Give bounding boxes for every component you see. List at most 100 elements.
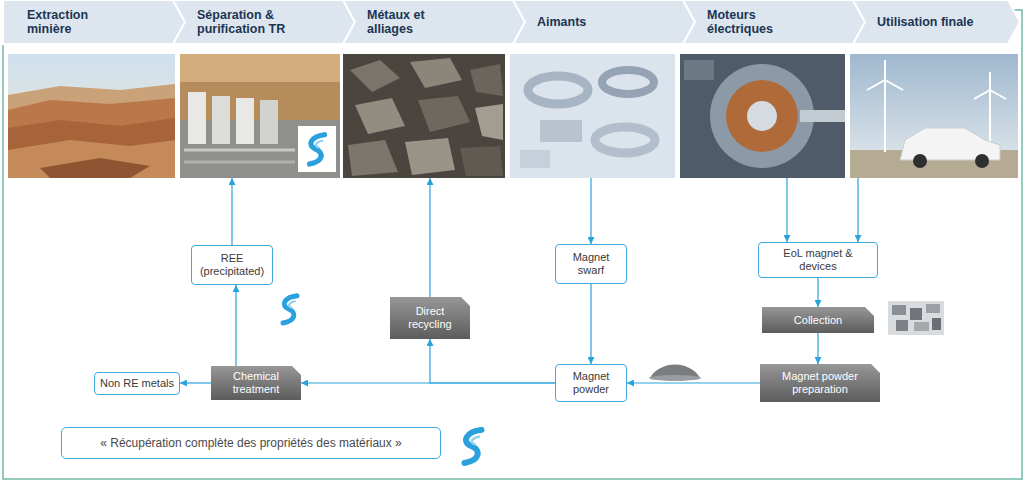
company-logo xyxy=(465,430,482,463)
plant-tank xyxy=(260,100,278,144)
motor-shaft xyxy=(800,110,845,122)
process-box: Collection xyxy=(762,307,874,333)
photo-magnets xyxy=(510,54,675,178)
motor-ground xyxy=(680,54,845,178)
photo-motor xyxy=(680,54,845,178)
flow-arrow xyxy=(627,382,760,383)
stage-chevron: Utilisation finale xyxy=(853,0,1020,178)
box-label: Magnet swarf xyxy=(561,251,621,277)
metal-ground xyxy=(343,54,505,178)
metal-chunk xyxy=(470,64,503,96)
mine-terrace xyxy=(8,140,175,178)
chevron-outline xyxy=(343,0,525,44)
chevron-outline xyxy=(853,0,1020,44)
chevron-outline xyxy=(173,0,355,44)
stage-label: Extraction minière xyxy=(27,0,127,44)
metal-chunk xyxy=(348,140,398,176)
magnet-piece xyxy=(926,304,940,313)
photo-sky xyxy=(8,54,175,178)
plant-pipe xyxy=(184,149,295,152)
box-label: « Récupération complète des propriétés d… xyxy=(100,437,402,450)
chevron-outline xyxy=(513,0,695,44)
stage-label: Séparation & purification TR xyxy=(197,0,297,44)
plant-tank xyxy=(236,98,254,144)
quote-box: « Récupération complète des propriétés d… xyxy=(61,427,441,459)
company-logo xyxy=(283,296,297,323)
magnet-ring xyxy=(602,70,654,94)
stage-label: Moteurs électriques xyxy=(707,0,807,44)
photo-end-use xyxy=(850,54,1018,178)
image-ground xyxy=(888,301,944,335)
metal-chunk xyxy=(460,146,503,176)
turbine-blade xyxy=(884,60,886,80)
process-box: Direct recycling xyxy=(390,297,470,339)
metal-chunk xyxy=(350,60,400,92)
plant-tank xyxy=(188,92,206,144)
plant-ceiling xyxy=(180,54,340,82)
metal-chunk xyxy=(410,58,462,88)
turbine-blade xyxy=(990,90,1006,99)
magnet-piece xyxy=(914,322,929,331)
magnet-powder-image xyxy=(649,365,701,382)
flow-box: EoL magnet & devices xyxy=(758,242,878,278)
box-label: Non RE metals xyxy=(100,377,174,390)
car-wheel xyxy=(975,154,989,168)
mine-hill xyxy=(8,84,175,178)
stage-label: Utilisation finale xyxy=(877,0,977,44)
magnet-piece xyxy=(910,308,922,320)
flow-arrow xyxy=(235,285,236,366)
stage-label: Aimants xyxy=(537,0,637,44)
photo-mine xyxy=(8,54,175,178)
magnet-ground xyxy=(510,54,675,178)
flow-box: Magnet swarf xyxy=(555,244,627,284)
motor-housing xyxy=(710,64,814,168)
metal-chunk xyxy=(475,104,503,140)
photo-plant xyxy=(180,54,340,178)
magnet-ring xyxy=(528,76,588,104)
turbine-blade xyxy=(867,80,885,90)
metal-chunk xyxy=(418,96,470,132)
box-label: EoL magnet & devices xyxy=(764,247,872,273)
box-label: Direct recycling xyxy=(400,305,460,331)
turbine-blade xyxy=(974,90,990,99)
flow-arrow xyxy=(817,333,818,364)
flow-arrow xyxy=(857,178,858,242)
magnet-piece xyxy=(892,305,906,315)
magnet-ring xyxy=(595,127,655,153)
flow-arrow xyxy=(590,178,591,244)
flow-arrow xyxy=(786,178,787,242)
magnet-piece xyxy=(932,318,941,330)
turbine-blade xyxy=(989,72,991,90)
box-label: REE (precipitated) xyxy=(197,252,267,278)
plant-hall xyxy=(180,54,340,178)
magnet-piece xyxy=(896,320,908,331)
stage-chevron: Moteurs électriques xyxy=(683,0,865,178)
flow-arrow xyxy=(430,339,555,383)
mine-pit xyxy=(40,158,150,178)
motor-part xyxy=(684,60,714,80)
stage-chevron: Séparation & purification TR xyxy=(173,0,355,178)
motor-winding xyxy=(726,80,798,152)
stage-label: Métaux et alliages xyxy=(367,0,467,44)
box-label: Chemical treatment xyxy=(221,370,291,396)
motor-rotor xyxy=(747,101,777,131)
company-logo xyxy=(310,135,325,164)
flow-arrow xyxy=(180,382,211,383)
car-wheel xyxy=(913,154,927,168)
flow-arrow xyxy=(231,178,232,245)
photo-sky xyxy=(850,54,1018,178)
mine-terrace xyxy=(8,118,175,178)
photo-metals xyxy=(343,54,505,178)
flow-box: Magnet powder xyxy=(555,364,627,402)
stage-chevron: Métaux et alliages xyxy=(343,0,525,178)
metal-chunk xyxy=(405,138,455,175)
stage-chevron: Extraction minière xyxy=(3,0,185,178)
box-label: Magnet powder preparation xyxy=(770,370,870,396)
outer-frame xyxy=(3,10,1022,479)
flow-box: Non RE metals xyxy=(94,372,180,395)
magnet-block xyxy=(540,120,582,142)
chevron-outline xyxy=(683,0,865,44)
flow-arrow xyxy=(817,278,818,307)
process-box: Magnet powder preparation xyxy=(760,364,880,402)
mine-terrace xyxy=(8,98,175,178)
